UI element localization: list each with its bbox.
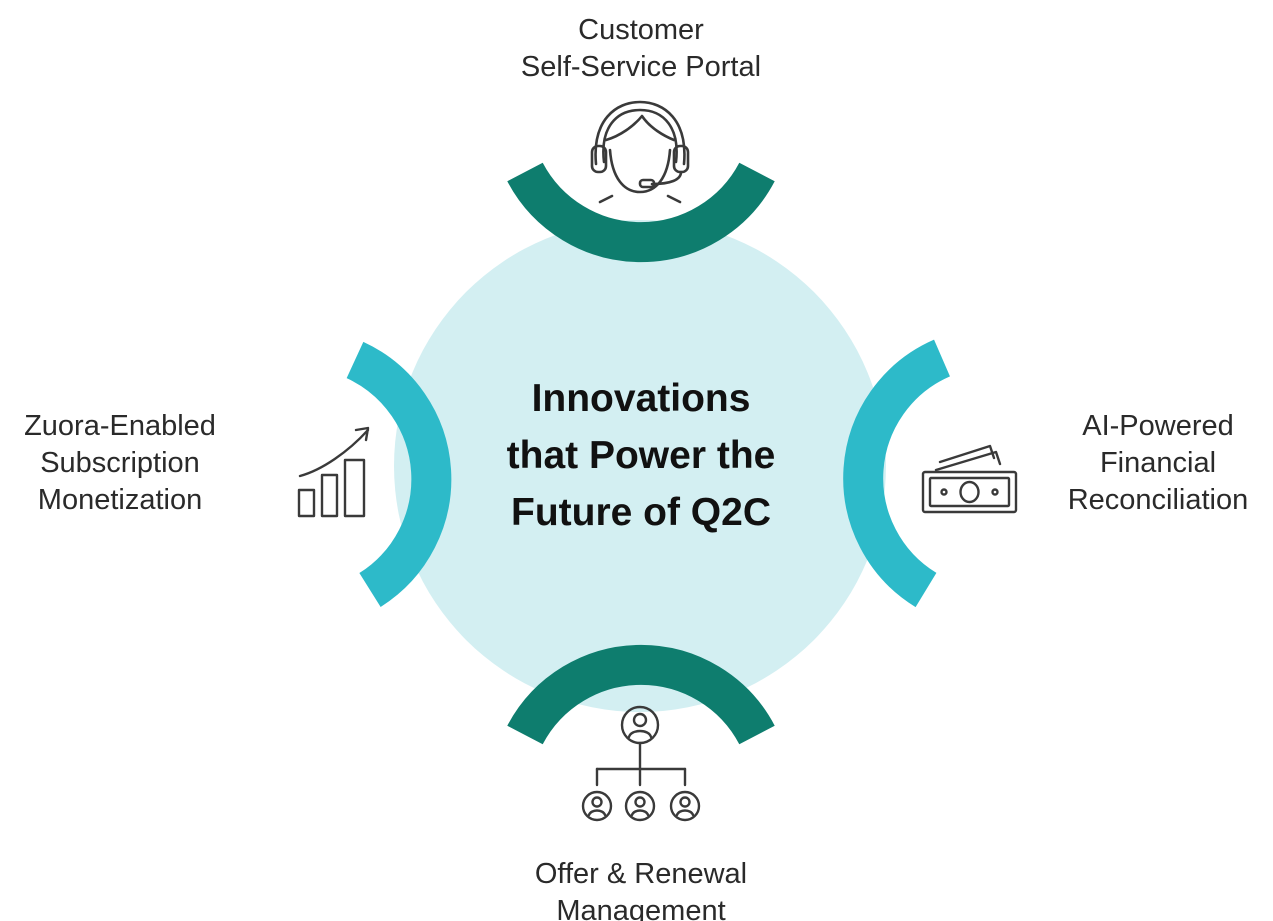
bottom-node-label: Offer & Renewal Management: [471, 856, 811, 921]
left-node-label-line-1: Zuora-Enabled: [24, 410, 216, 442]
top-node-label: Customer Self-Service Portal: [471, 12, 811, 86]
org-chart-users-icon: [581, 705, 701, 822]
left-node-label: Zuora-Enabled Subscription Monetization: [2, 408, 238, 519]
right-node-label-line-1: AI-Powered: [1082, 410, 1234, 442]
center-title-line-2: that Power the: [506, 434, 776, 477]
center-title-line-3: Future of Q2C: [511, 491, 771, 534]
center-title: Innovations that Power the Future of Q2C: [436, 370, 846, 541]
center-circle: [394, 220, 886, 712]
bottom-arc: [507, 644, 775, 745]
top-node-label-line-2: Self-Service Portal: [520, 51, 762, 83]
top-node-label-line-1: Customer: [578, 14, 704, 46]
left-node-label-line-3: Monetization: [37, 484, 203, 516]
cash-bills-icon: [921, 444, 1018, 514]
right-node-label: AI-Powered Financial Reconciliation: [1048, 408, 1268, 519]
headset-agent-icon: [590, 100, 690, 204]
right-node-label-line-2: Financial: [1099, 447, 1217, 479]
center-title-line-1: Innovations: [531, 377, 751, 420]
left-arc: [346, 341, 452, 607]
growth-chart-icon: [297, 426, 370, 518]
bottom-node-label-line-1: Offer & Renewal: [534, 858, 748, 890]
bottom-node-label-line-2: Management: [556, 895, 726, 921]
right-node-label-line-3: Reconciliation: [1067, 484, 1249, 516]
right-arc: [843, 339, 951, 608]
left-node-label-line-2: Subscription: [40, 447, 200, 479]
top-arc: [507, 162, 775, 263]
